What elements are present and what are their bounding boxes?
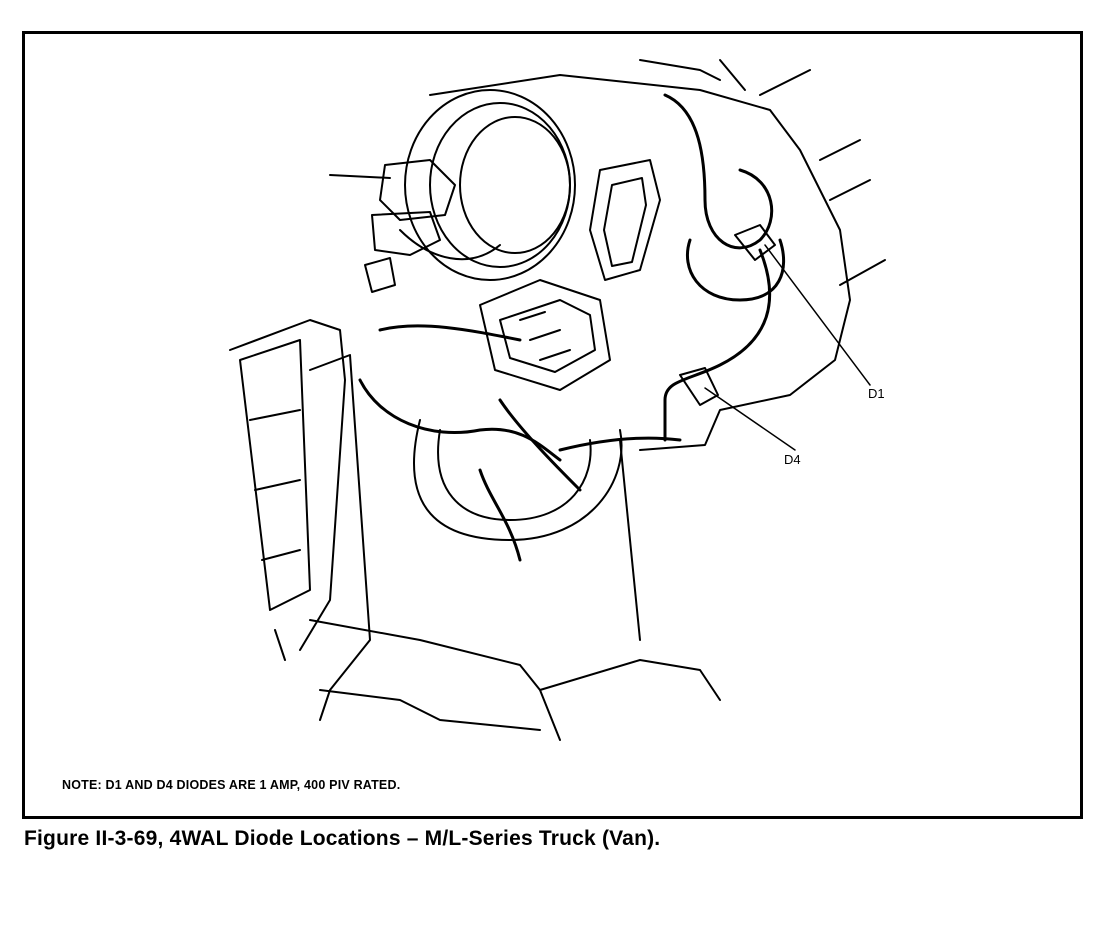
figure-note: NOTE: D1 AND D4 DIODES ARE 1 AMP, 400 PI… bbox=[62, 778, 401, 792]
d4-leader-line bbox=[704, 387, 796, 451]
wiring-harness bbox=[358, 93, 786, 562]
figure-caption: Figure II-3-69, 4WAL Diode Locations – M… bbox=[24, 827, 661, 850]
figure-frame bbox=[22, 31, 1083, 819]
left-fender-inner bbox=[229, 319, 371, 721]
label-d1: D1 bbox=[868, 386, 885, 401]
abs-modulator-valve bbox=[479, 279, 611, 391]
firewall-panel bbox=[429, 59, 886, 451]
label-d4: D4 bbox=[784, 452, 801, 467]
diode-d1-connector bbox=[734, 224, 776, 261]
front-lower-structure bbox=[309, 419, 721, 741]
diode-d4-connector bbox=[679, 367, 719, 406]
d1-leader-line bbox=[764, 244, 871, 386]
brake-booster bbox=[329, 89, 576, 293]
